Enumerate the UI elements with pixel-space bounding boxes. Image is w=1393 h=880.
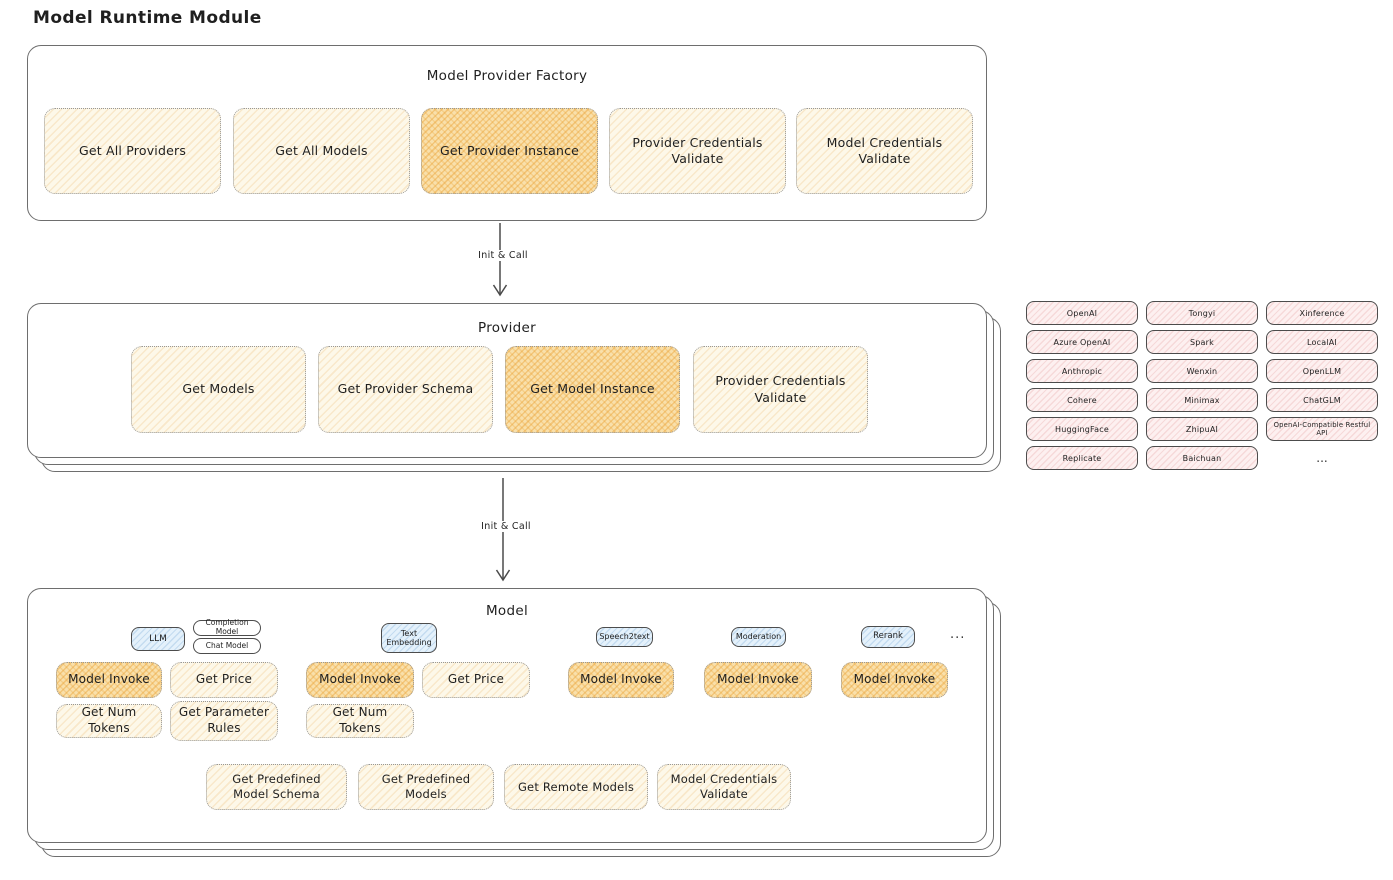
- providers-grid: OpenAI Tongyi Xinference Azure OpenAI Sp…: [1026, 301, 1378, 470]
- provider-chip-chatglm: ChatGLM: [1266, 388, 1378, 412]
- provider-credentials-validate-button: Provider Credentials Validate: [609, 108, 786, 194]
- init-call-arrow-provider-to-model: [495, 478, 511, 582]
- get-all-models-button: Get All Models: [233, 108, 410, 194]
- init-call-label-1: Init & Call: [470, 250, 536, 261]
- init-call-label-2: Init & Call: [473, 521, 539, 532]
- model-box-title: Model: [485, 603, 529, 619]
- speech2text-model-invoke-button: Model Invoke: [568, 662, 674, 698]
- factory-box-title: Model Provider Factory: [426, 68, 588, 84]
- chat-model-badge: Chat Model: [193, 638, 261, 654]
- llm-type-badge: LLM: [131, 627, 185, 651]
- llm-get-price-button: Get Price: [170, 662, 278, 698]
- provider-chip-openllm: OpenLLM: [1266, 359, 1378, 383]
- model-box: Model LLM Completion Model Chat Model Te…: [27, 588, 987, 843]
- embedding-model-invoke-button: Model Invoke: [306, 662, 414, 698]
- get-remote-models-button: Get Remote Models: [504, 764, 648, 810]
- get-provider-instance-button: Get Provider Instance: [421, 108, 598, 194]
- rerank-model-invoke-button: Model Invoke: [841, 662, 948, 698]
- moderation-type-badge: Moderation: [731, 627, 786, 647]
- provider-chip-huggingface: HuggingFace: [1026, 417, 1138, 441]
- provider-chip-anthropic: Anthropic: [1026, 359, 1138, 383]
- provider-chip-baichuan: Baichuan: [1146, 446, 1258, 470]
- provider-chip-wenxin: Wenxin: [1146, 359, 1258, 383]
- provider-chip-spark: Spark: [1146, 330, 1258, 354]
- provider-chip-azure-openai: Azure OpenAI: [1026, 330, 1138, 354]
- llm-get-num-tokens-button: Get Num Tokens: [56, 704, 162, 738]
- provider-chip-openai: OpenAI: [1026, 301, 1138, 325]
- provider-box-title: Provider: [478, 320, 536, 336]
- diagram-title: Model Runtime Module: [33, 8, 262, 28]
- get-all-providers-button: Get All Providers: [44, 108, 221, 194]
- model-credentials-validate-button-2: Model Credentials Validate: [657, 764, 791, 810]
- completion-model-badge: Completion Model: [193, 619, 261, 636]
- llm-get-parameter-rules-button: Get Parameter Rules: [170, 701, 278, 741]
- provider-chip-tongyi: Tongyi: [1146, 301, 1258, 325]
- get-predefined-model-schema-button: Get Predefined Model Schema: [206, 764, 347, 810]
- embedding-get-price-button: Get Price: [422, 662, 530, 698]
- model-credentials-validate-button: Model Credentials Validate: [796, 108, 973, 194]
- provider-box: Provider Get Models Get Provider Schema …: [27, 303, 987, 458]
- text-embedding-type-badge: Text Embedding: [381, 623, 437, 653]
- factory-box: Model Provider Factory Get All Providers…: [27, 45, 987, 221]
- provider-chip-openai-compatible: OpenAI-Compatible Restful API: [1266, 417, 1378, 441]
- get-model-instance-button: Get Model Instance: [505, 346, 680, 433]
- provider-chip-xinference: Xinference: [1266, 301, 1378, 325]
- provider-chip-zhipuai: ZhipuAI: [1146, 417, 1258, 441]
- model-types-more-ellipsis: ...: [950, 627, 966, 642]
- provider-credentials-validate-button-2: Provider Credentials Validate: [693, 346, 868, 433]
- provider-chip-cohere: Cohere: [1026, 388, 1138, 412]
- embedding-get-num-tokens-button: Get Num Tokens: [306, 704, 414, 738]
- get-provider-schema-button: Get Provider Schema: [318, 346, 493, 433]
- provider-chip-localai: LocalAI: [1266, 330, 1378, 354]
- get-predefined-models-button: Get Predefined Models: [358, 764, 494, 810]
- speech2text-type-badge: Speech2text: [596, 627, 653, 647]
- rerank-type-badge: Rerank: [861, 626, 915, 648]
- init-call-arrow-factory-to-provider: [492, 223, 508, 297]
- provider-chip-replicate: Replicate: [1026, 446, 1138, 470]
- get-models-button: Get Models: [131, 346, 306, 433]
- moderation-model-invoke-button: Model Invoke: [704, 662, 812, 698]
- provider-chip-minimax: Minimax: [1146, 388, 1258, 412]
- providers-more-ellipsis: ...: [1316, 451, 1328, 465]
- llm-model-invoke-button: Model Invoke: [56, 662, 162, 698]
